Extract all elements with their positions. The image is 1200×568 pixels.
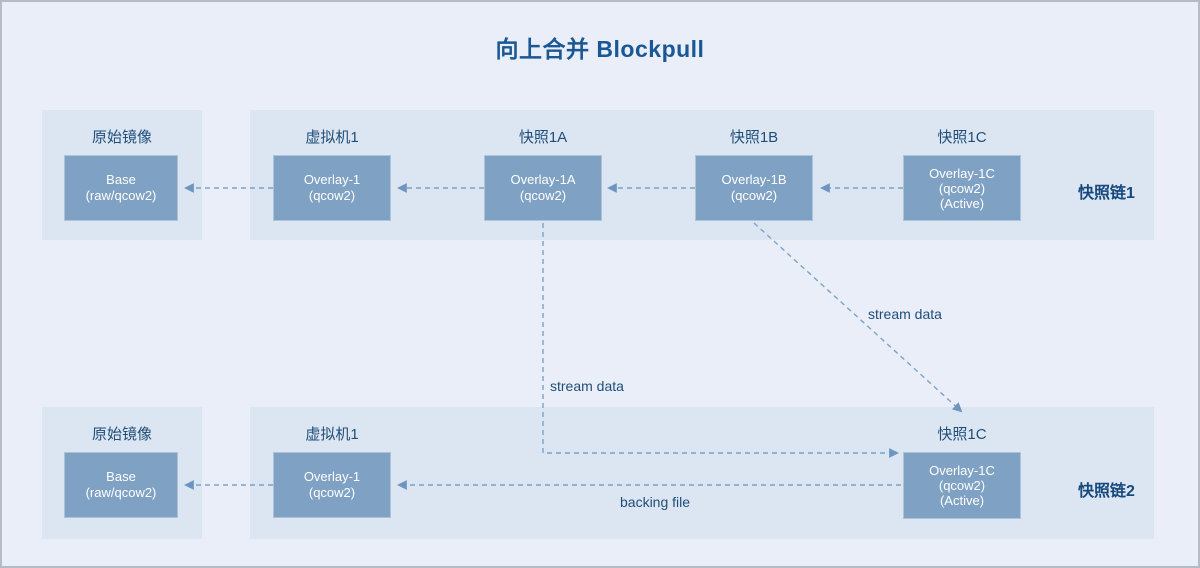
node-base-chain1: Base (raw/qcow2) [64,155,178,221]
backing-file-label: backing file [620,494,691,510]
stream-data-label-vertical: stream data [550,378,624,394]
diagram-title: 向上合并 Blockpull [495,36,705,62]
label-original-image-chain2: 原始镜像 [91,426,152,443]
label-original-image-chain1: 原始镜像 [91,129,152,146]
node-overlay1c-chain2: Overlay-1C (qcow2) (Active) [903,452,1021,519]
label-vm1-chain2: 虚拟机1 [305,426,359,443]
stream-data-label-diagonal: stream data [868,306,942,322]
node-overlay1c-chain1: Overlay-1C (qcow2) (Active) [903,155,1021,221]
chain2-name: 快照链2 [1078,483,1135,500]
node-base-chain2: Base (raw/qcow2) [64,452,178,518]
label-vm1-chain1: 虚拟机1 [305,129,359,146]
chain1-name: 快照链1 [1078,185,1135,202]
node-overlay1a: Overlay-1A (qcow2) [484,155,602,221]
label-snapshot-1b: 快照1B [729,129,779,146]
node-overlay1b: Overlay-1B (qcow2) [695,155,813,221]
label-snapshot-1c-chain2: 快照1C [937,426,987,443]
node-overlay1-chain2: Overlay-1 (qcow2) [273,452,391,518]
label-snapshot-1a: 快照1A [518,129,568,146]
label-snapshot-1c-chain1: 快照1C [937,129,987,146]
node-overlay1-chain1: Overlay-1 (qcow2) [273,155,391,221]
